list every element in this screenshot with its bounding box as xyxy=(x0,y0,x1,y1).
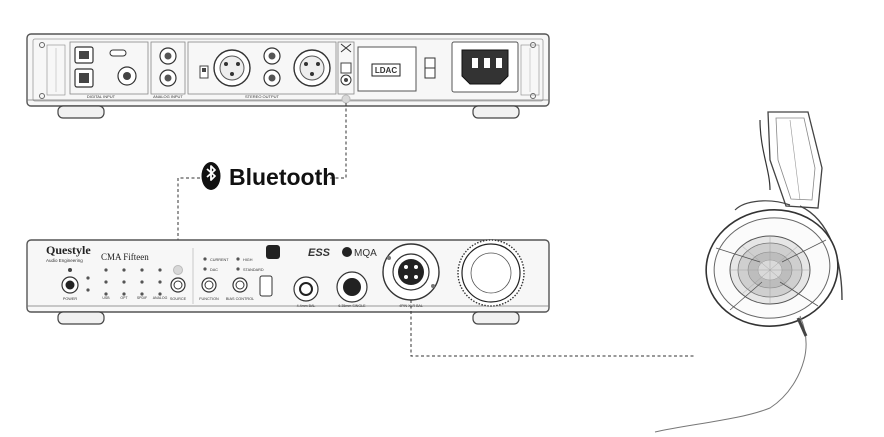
power-label: POWER xyxy=(63,297,78,301)
source-label: SOURCE xyxy=(170,297,187,301)
input-label-analog: ANALOG xyxy=(153,296,168,300)
mode-label-current: CURRENT xyxy=(210,258,229,262)
xlr-4pin-output: 4PIN XLR BAL xyxy=(382,243,440,308)
volume-knob xyxy=(457,239,525,307)
brand-name: Questyle xyxy=(46,243,91,257)
xlr-left-output xyxy=(213,49,251,87)
jack-6-35mm-label: 6.35mm SINGLE xyxy=(338,304,366,308)
mode-label-high: HIGH xyxy=(243,258,253,262)
analog-input-label: ANALOG INPUT xyxy=(153,94,183,99)
mode-label-dac: DAC xyxy=(210,268,218,272)
rear-foot-right xyxy=(472,105,520,119)
mqa-logo: MQA xyxy=(354,248,377,259)
stereo-output-label: STEREO OUTPUT xyxy=(245,94,280,99)
jack-4-4mm-label: 4.4mm BAL xyxy=(297,304,316,308)
bias-button xyxy=(232,277,248,293)
input-label-spdif: SPDIF xyxy=(137,296,147,300)
input-label-usb: USB xyxy=(102,296,110,300)
power-inlet xyxy=(451,41,519,93)
input-label-opt: OPT xyxy=(120,296,128,300)
ear-cup-grille xyxy=(729,235,811,305)
front-panel: Questyle Audio Engineering CMA Fifteen P… xyxy=(26,239,550,325)
usb-c-port xyxy=(109,49,127,57)
mode-label-standard: STANDARD xyxy=(243,268,264,272)
headphone-cable-link xyxy=(410,300,696,357)
rear-foot-left xyxy=(57,105,105,119)
weee-icon xyxy=(340,43,352,53)
digital-input-section: DIGITAL INPUT xyxy=(69,41,149,99)
bluetooth-link: Bluetooth xyxy=(177,103,347,268)
stereo-output-section: STEREO OUTPUT xyxy=(187,41,337,99)
source-button xyxy=(170,277,186,293)
ldac-badge: LDAC xyxy=(375,66,397,75)
hires-logo xyxy=(266,245,280,259)
bluetooth-indicator xyxy=(173,265,183,275)
bias-label: BIAS CONTROL xyxy=(226,297,254,301)
bluetooth-label: Bluetooth xyxy=(229,164,336,190)
charge-section xyxy=(337,41,355,95)
model-name: CMA Fifteen xyxy=(101,252,149,262)
front-foot-right xyxy=(472,311,520,325)
xlr-right-output xyxy=(293,49,331,87)
function-label: FUNCTION xyxy=(199,297,219,301)
bluetooth-icon xyxy=(201,162,221,190)
ir-window xyxy=(259,275,273,297)
headphones-illustration xyxy=(654,111,843,433)
warning-icon xyxy=(340,62,352,74)
digital-input-label: DIGITAL INPUT xyxy=(87,94,116,99)
front-foot-left xyxy=(57,311,105,325)
function-button xyxy=(201,277,217,293)
analog-input-section: ANALOG INPUT xyxy=(150,41,186,99)
ldac-panel: LDAC xyxy=(357,46,417,92)
brand-subtitle: Audio Engineering xyxy=(46,258,83,263)
rear-antenna-marker xyxy=(341,94,351,104)
certification-logos: ESS MQA xyxy=(266,245,377,259)
mqa-icon xyxy=(342,247,352,257)
ess-logo: ESS xyxy=(308,247,331,259)
rear-panel: DIGITAL INPUT ANALOG INPUT xyxy=(26,33,550,119)
indicator-grid: USB OPT SPDIF ANALOG xyxy=(86,268,168,300)
